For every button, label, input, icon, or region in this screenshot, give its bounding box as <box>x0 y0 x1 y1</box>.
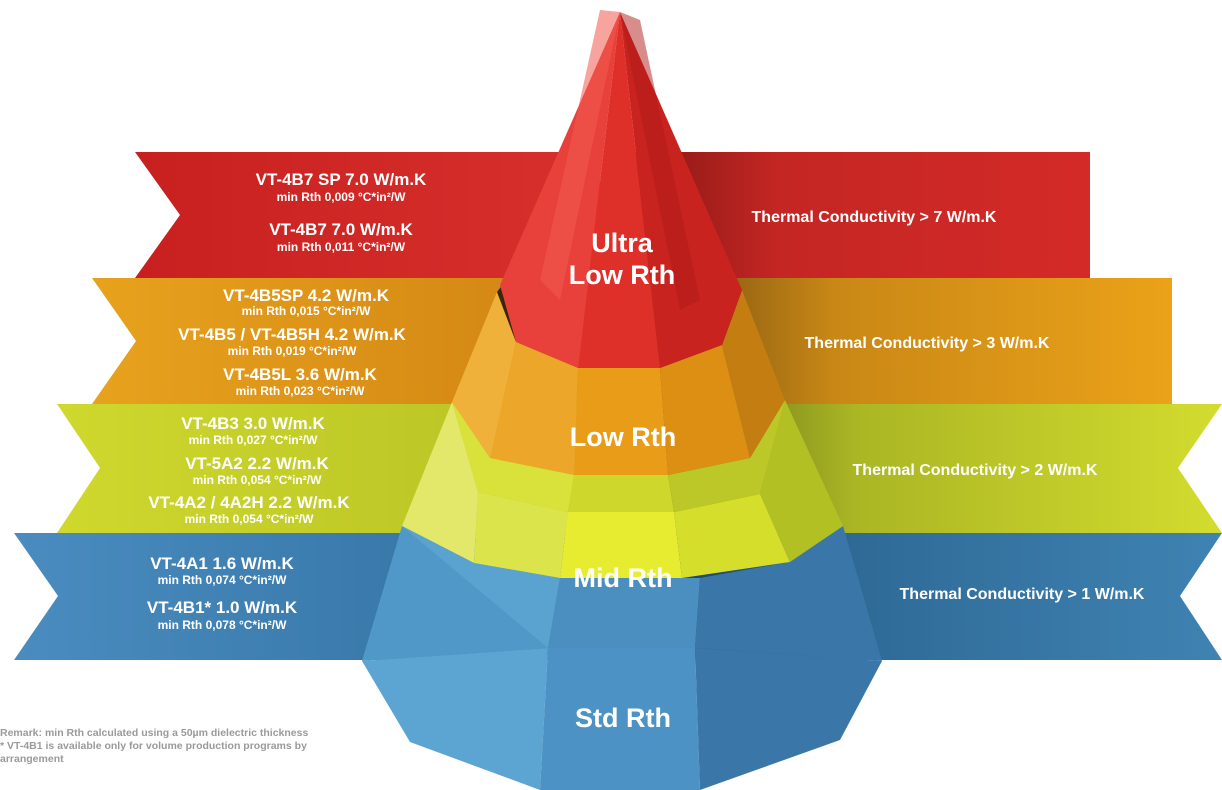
product-name: VT-4B5L 3.6 W/m.K <box>223 365 377 384</box>
product-rth: min Rth 0,015 °C*in²/W <box>242 304 371 318</box>
cone-tier-ultra <box>500 10 742 368</box>
tier-label-ultra-line1: Ultra <box>591 228 653 258</box>
product-list-std: VT-4A1 1.6 W/m.K min Rth 0,074 °C*in²/W … <box>147 554 298 632</box>
product-rth: min Rth 0,009 °C*in²/W <box>277 190 406 204</box>
conductivity-mid: Thermal Conductivity > 2 W/m.K <box>853 462 1098 479</box>
tier-label-ultra-line2: Low Rth <box>569 260 675 290</box>
product-rth: min Rth 0,023 °C*in²/W <box>236 384 365 398</box>
product-name: VT-4B7 SP 7.0 W/m.K <box>256 170 427 189</box>
conductivity-low: Thermal Conductivity > 3 W/m.K <box>805 335 1050 352</box>
remark-line-3: arrangement <box>0 753 64 765</box>
tier-label-low: Low Rth <box>570 422 676 452</box>
product-list-ultra: VT-4B7 SP 7.0 W/m.K min Rth 0,009 °C*in²… <box>256 170 427 254</box>
conductivity-ultra: Thermal Conductivity > 7 W/m.K <box>752 209 997 226</box>
conductivity-std: Thermal Conductivity > 1 W/m.K <box>900 586 1145 603</box>
product-name: VT-4B5 / VT-4B5H 4.2 W/m.K <box>178 325 406 344</box>
remark-line-2: * VT-4B1 is available only for volume pr… <box>0 740 307 752</box>
product-rth: min Rth 0,078 °C*in²/W <box>158 618 287 632</box>
ribbon-ultra-right <box>610 152 1090 278</box>
product-rth: min Rth 0,011 °C*in²/W <box>277 240 406 254</box>
product-name: VT-4B1* 1.0 W/m.K <box>147 598 298 617</box>
product-rth: min Rth 0,027 °C*in²/W <box>189 433 318 447</box>
product-rth: min Rth 0,054 °C*in²/W <box>193 473 322 487</box>
ribbon-ultra-left <box>135 152 600 278</box>
product-name: VT-4B3 3.0 W/m.K <box>181 414 325 433</box>
tier-label-std: Std Rth <box>575 703 671 733</box>
remark-note: Remark: min Rth calculated using a 50µm … <box>0 727 360 766</box>
product-name: VT-4A2 / 4A2H 2.2 W/m.K <box>148 493 350 512</box>
product-name: VT-4B7 7.0 W/m.K <box>269 220 413 239</box>
product-name: VT-5A2 2.2 W/m.K <box>185 454 329 473</box>
cone-tier-std <box>362 510 882 790</box>
product-list-mid: VT-4B3 3.0 W/m.K min Rth 0,027 °C*in²/W … <box>148 414 350 526</box>
tier-label-mid: Mid Rth <box>574 563 673 593</box>
product-rth: min Rth 0,054 °C*in²/W <box>185 512 314 526</box>
cone-tier-mid <box>402 400 843 578</box>
product-rth: min Rth 0,019 °C*in²/W <box>228 344 357 358</box>
product-name: VT-4B5SP 4.2 W/m.K <box>223 286 390 305</box>
ribbon-ultra <box>135 152 1090 278</box>
product-list-low: VT-4B5SP 4.2 W/m.K min Rth 0,015 °C*in²/… <box>178 286 406 398</box>
product-rth: min Rth 0,074 °C*in²/W <box>158 573 287 587</box>
remark-line-1: Remark: min Rth calculated using a 50µm … <box>0 727 309 739</box>
cone-tier-low <box>452 270 785 475</box>
product-name: VT-4A1 1.6 W/m.K <box>150 554 294 573</box>
